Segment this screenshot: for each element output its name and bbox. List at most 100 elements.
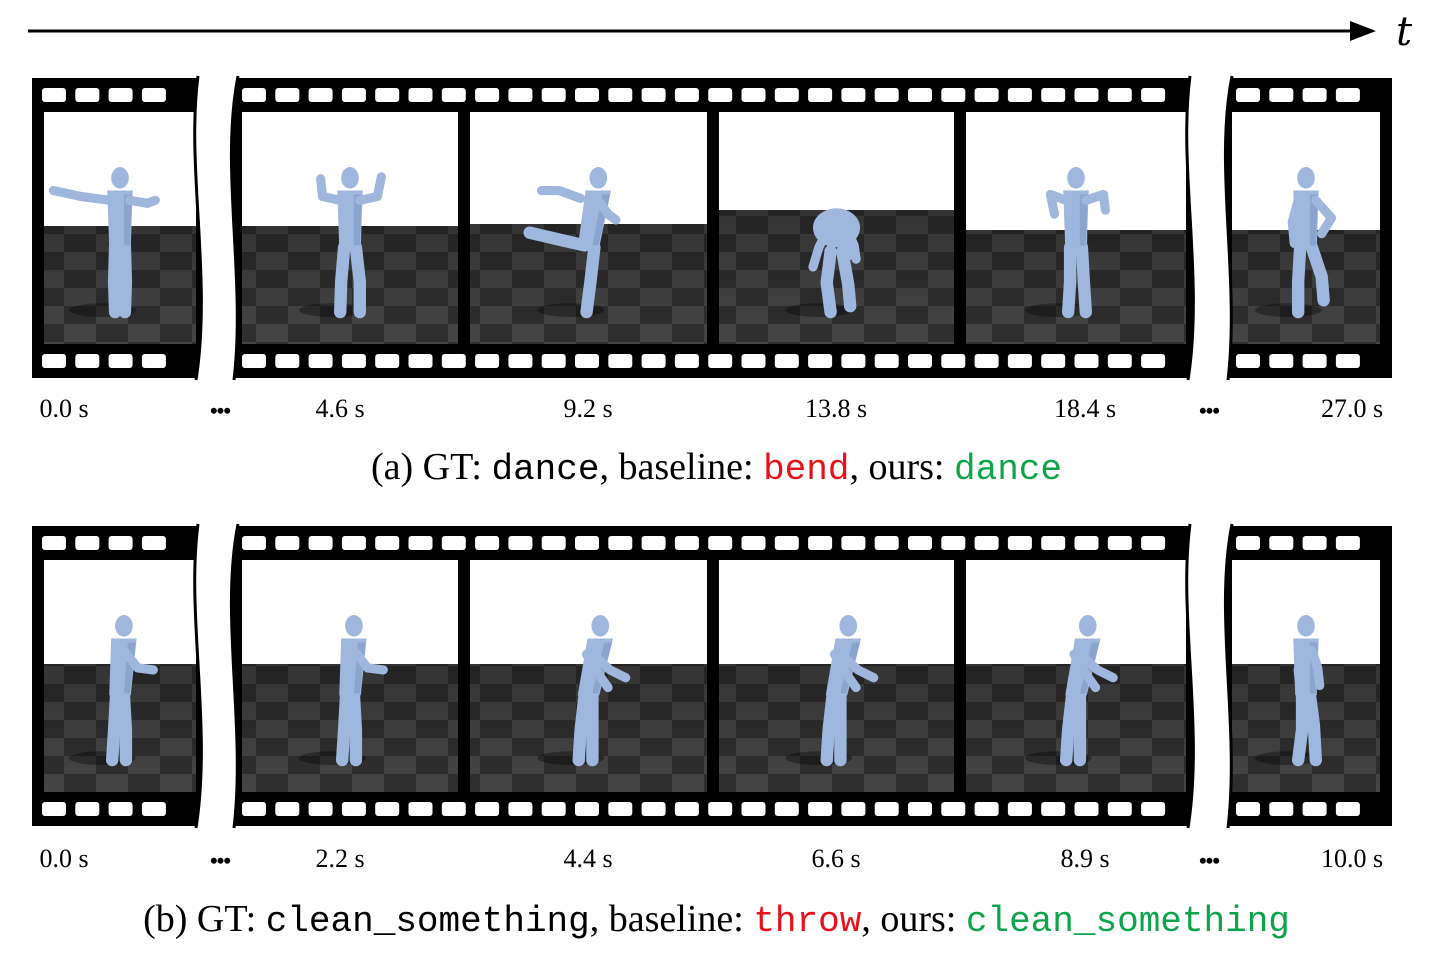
sprocket-hole bbox=[1141, 802, 1166, 816]
sprocket-hole bbox=[974, 88, 999, 102]
sprocket-hole bbox=[741, 802, 766, 816]
sprocket-hole bbox=[108, 88, 133, 102]
sprocket-hole bbox=[441, 536, 466, 550]
sprocket-hole bbox=[75, 536, 100, 550]
sprocket-hole bbox=[375, 536, 400, 550]
sprocket-hole bbox=[608, 802, 633, 816]
sprocket-hole bbox=[774, 354, 799, 368]
sprocket-hole bbox=[608, 88, 633, 102]
film-cut-gap bbox=[194, 524, 238, 828]
sprocket-hole bbox=[475, 354, 500, 368]
timestamp-b-3: 4.4 s bbox=[563, 844, 613, 873]
sprocket-hole bbox=[774, 88, 799, 102]
sprocket-hole bbox=[874, 354, 899, 368]
sprocket-hole bbox=[808, 802, 833, 816]
sprocket-hole bbox=[441, 802, 466, 816]
frame-a-3 bbox=[470, 112, 707, 344]
sprocket-hole bbox=[441, 354, 466, 368]
sprocket-hole bbox=[741, 536, 766, 550]
film-cut-gap bbox=[1186, 76, 1232, 380]
sprocket-hole bbox=[541, 536, 566, 550]
sprocket-hole bbox=[1074, 354, 1099, 368]
sprocket-hole bbox=[774, 802, 799, 816]
sprocket-hole bbox=[874, 536, 899, 550]
caption-a: (a) GT: dance, baseline: bend, ours: dan… bbox=[0, 448, 1433, 488]
sprocket-hole bbox=[641, 354, 666, 368]
frame-b-4 bbox=[719, 560, 954, 792]
sprocket-hole bbox=[341, 802, 366, 816]
sprocket-hole bbox=[1302, 88, 1327, 102]
sprocket-hole bbox=[1041, 88, 1066, 102]
frame-a-6 bbox=[1232, 112, 1380, 344]
frame-a-4 bbox=[719, 112, 954, 344]
timestamp-a-4: 13.8 s bbox=[804, 394, 868, 423]
sprocket-hole bbox=[42, 88, 66, 102]
sprocket-hole bbox=[641, 536, 666, 550]
sprocket-hole bbox=[1269, 354, 1294, 368]
sprocket-hole bbox=[141, 88, 166, 102]
sprocket-hole bbox=[641, 802, 666, 816]
sprocket-hole bbox=[275, 802, 300, 816]
sprocket-hole bbox=[575, 88, 599, 102]
frame-b-2 bbox=[242, 560, 458, 792]
sprocket-hole bbox=[1007, 802, 1032, 816]
sprocket-hole bbox=[308, 536, 333, 550]
sprocket-hole bbox=[42, 354, 66, 368]
sprocket-hole bbox=[1007, 354, 1032, 368]
ellipsis-a-1: ••• bbox=[209, 398, 231, 423]
timestamp-b-5: 8.9 s bbox=[1060, 844, 1110, 873]
sprocket-hole bbox=[1269, 802, 1294, 816]
frame-b-1 bbox=[44, 560, 196, 792]
sprocket-hole bbox=[808, 536, 833, 550]
sprocket-hole bbox=[1041, 802, 1066, 816]
sprocket-hole bbox=[1269, 88, 1294, 102]
sprocket-hole bbox=[575, 802, 599, 816]
sprocket-hole bbox=[575, 354, 599, 368]
timestamp-a-3: 9.2 s bbox=[563, 394, 613, 423]
time-axis-arrowhead bbox=[1350, 21, 1376, 41]
sprocket-hole bbox=[1302, 354, 1327, 368]
film-cut-gap bbox=[1186, 524, 1232, 828]
sprocket-hole bbox=[1335, 536, 1360, 550]
frame-a-2 bbox=[242, 112, 458, 344]
sprocket-hole bbox=[1269, 536, 1294, 550]
frame-a-1 bbox=[44, 112, 196, 344]
frame-b-6 bbox=[1232, 560, 1380, 792]
sprocket-hole bbox=[1107, 802, 1132, 816]
sprocket-hole bbox=[141, 354, 166, 368]
frame-b-3 bbox=[470, 560, 707, 792]
sprocket-hole bbox=[541, 802, 566, 816]
sprocket-hole bbox=[42, 536, 66, 550]
sprocket-hole bbox=[841, 354, 866, 368]
sprocket-hole bbox=[541, 88, 566, 102]
film-strip-a bbox=[32, 75, 1392, 381]
ellipsis-b-1: ••• bbox=[209, 848, 231, 873]
caption-a-prefix: (a) GT: bbox=[370, 446, 492, 488]
sprocket-hole bbox=[341, 536, 366, 550]
sprocket-hole bbox=[1041, 354, 1066, 368]
timestamp-b-6: 10.0 s bbox=[1320, 844, 1384, 873]
sprocket-hole bbox=[608, 354, 633, 368]
ellipsis-b-2: ••• bbox=[1198, 848, 1220, 873]
sprocket-hole bbox=[908, 354, 932, 368]
sprocket-hole bbox=[908, 536, 932, 550]
sprocket-hole bbox=[808, 354, 833, 368]
timestamp-a-2: 4.6 s bbox=[315, 394, 365, 423]
sprocket-hole bbox=[774, 536, 799, 550]
sprocket-hole bbox=[341, 88, 366, 102]
sprocket-hole bbox=[75, 802, 100, 816]
caption-b: (b) GT: clean_something, baseline: throw… bbox=[0, 900, 1433, 940]
sprocket-hole bbox=[1007, 88, 1032, 102]
time-axis-label: t bbox=[1396, 9, 1413, 55]
sprocket-hole bbox=[841, 536, 866, 550]
sprocket-hole bbox=[242, 802, 266, 816]
sprocket-hole bbox=[108, 536, 133, 550]
sprocket-hole bbox=[375, 802, 400, 816]
caption-b-ours: clean_something bbox=[965, 901, 1290, 942]
sprocket-hole bbox=[1236, 536, 1260, 550]
caption-b-baseline-label: , baseline: bbox=[589, 898, 754, 940]
sprocket-hole bbox=[974, 354, 999, 368]
sprocket-hole bbox=[1141, 354, 1166, 368]
sprocket-hole bbox=[75, 354, 100, 368]
